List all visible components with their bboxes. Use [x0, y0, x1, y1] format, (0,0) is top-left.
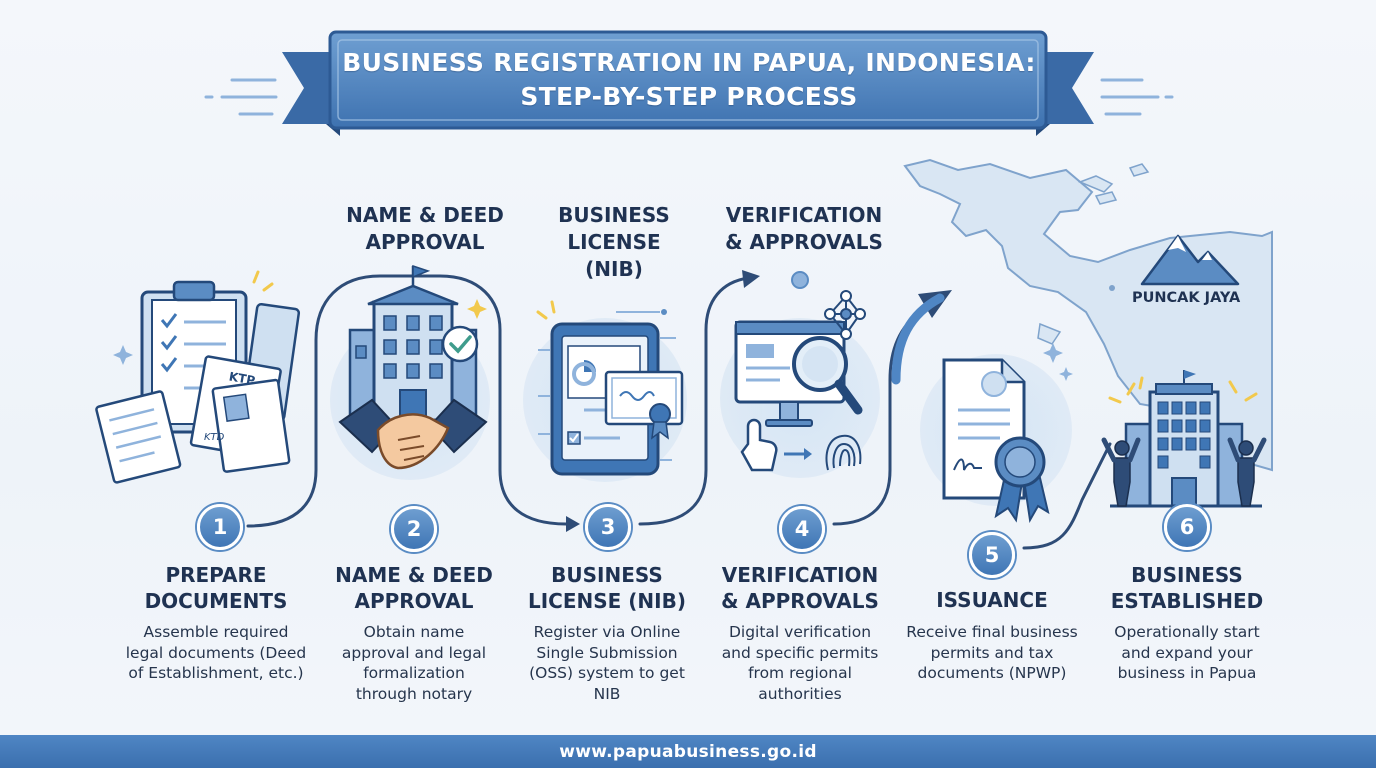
top-title-line: APPROVAL: [365, 230, 485, 254]
desc-line: of Establishment, etc.): [128, 664, 304, 682]
step-title-4: VERIFICATION & APPROVALS: [700, 562, 900, 614]
title-banner: [282, 30, 1094, 136]
step-title-line: & APPROVALS: [721, 589, 879, 613]
certificate-icon: [942, 343, 1073, 523]
step-title-line: PREPARE: [165, 563, 267, 587]
step-title-2: NAME & DEED APPROVAL: [314, 562, 514, 614]
step-title-5: ISSUANCE: [892, 587, 1092, 613]
desc-line: authorities: [758, 684, 842, 703]
desc-line: and expand your: [1121, 643, 1253, 662]
step-number-6: 6: [1164, 504, 1210, 550]
desc-line: formalization: [363, 664, 465, 682]
desc-line: Receive final business: [906, 623, 1078, 641]
desc-line: permits and tax: [930, 643, 1054, 662]
step-number-3: 3: [585, 504, 631, 550]
map-label-puncak-jaya: PUNCAK JAYA: [1132, 290, 1241, 306]
desc-line: Operationally start: [1114, 623, 1260, 641]
desc-line: NIB: [593, 684, 621, 703]
top-title-line: NAME & DEED: [346, 203, 504, 227]
step-title-line: BUSINESS: [1131, 563, 1243, 587]
step-title-line: VERIFICATION: [721, 563, 879, 587]
step-title-line: DOCUMENTS: [144, 589, 288, 613]
desc-line: Obtain name: [363, 623, 465, 641]
step-number-2: 2: [391, 506, 437, 552]
top-title-business-license: BUSINESS LICENSE (NIB): [514, 202, 714, 283]
banner-decoration-left: [204, 78, 278, 116]
desc-line: through notary: [355, 684, 473, 703]
ktp-label: KTP: [228, 369, 257, 387]
step-title-line: LICENSE (NIB): [528, 589, 686, 613]
step-desc-2: Obtain name approval and legal formaliza…: [319, 622, 509, 704]
step-desc-3: Register via Online Single Submission (O…: [512, 622, 702, 704]
desc-line: (OSS) system to get: [529, 664, 685, 682]
top-title-line: VERIFICATION: [725, 203, 883, 227]
top-title-verification: VERIFICATION & APPROVALS: [704, 202, 904, 256]
step-desc-1: Assemble required legal documents (Deed …: [121, 622, 311, 684]
footer-url-link[interactable]: www.papuabusiness.go.id: [559, 741, 817, 762]
top-title-name-deed: NAME & DEED APPROVAL: [325, 202, 525, 256]
desc-line: Digital verification: [728, 623, 872, 641]
building-handshake-icon: [338, 264, 488, 470]
ktd-label: KTD: [204, 432, 225, 443]
desc-line: and specific permits: [721, 643, 879, 662]
mountain-icon: [1140, 234, 1240, 286]
step-title-6: BUSINESS ESTABLISHED: [1087, 562, 1287, 614]
desc-line: Single Submission: [536, 643, 678, 662]
step-title-line: NAME & DEED: [335, 563, 493, 587]
desc-line: from regional: [748, 664, 852, 682]
step-number-4: 4: [779, 506, 825, 552]
desc-line: Register via Online: [533, 623, 681, 641]
title-line-2: STEP-BY-STEP PROCESS: [520, 82, 858, 111]
desc-line: documents (NPWP): [917, 664, 1067, 682]
step-title-line: APPROVAL: [354, 589, 474, 613]
big-arrow-shaft: [891, 293, 945, 385]
established-business-icon: [1101, 370, 1267, 508]
step-number-5: 5: [969, 532, 1015, 578]
top-title-line: LICENSE: [567, 230, 661, 254]
step-title-3: BUSINESS LICENSE (NIB): [507, 562, 707, 614]
step-title-line: ESTABLISHED: [1110, 589, 1264, 613]
verification-icon: [734, 271, 866, 472]
step-title-line: BUSINESS: [551, 563, 663, 587]
tablet-license-icon: [536, 300, 684, 476]
desc-line: legal documents (Deed: [125, 643, 307, 662]
top-title-line: (NIB): [585, 257, 643, 281]
title-line-1: BUSINESS REGISTRATION IN PAPUA, INDONESI…: [342, 48, 1036, 77]
step-number-1: 1: [197, 504, 243, 550]
step-desc-4: Digital verification and specific permit…: [705, 622, 895, 704]
desc-line: Assemble required: [143, 623, 289, 641]
desc-line: approval and legal: [341, 643, 487, 662]
top-title-line: BUSINESS: [558, 203, 670, 227]
top-title-line: & APPROVALS: [725, 230, 883, 254]
desc-line: business in Papua: [1117, 664, 1257, 682]
step-title-1: PREPARE DOCUMENTS: [116, 562, 316, 614]
step-title-line: ISSUANCE: [936, 588, 1048, 612]
banner-decoration-right: [1100, 78, 1174, 116]
step-desc-6: Operationally start and expand your busi…: [1092, 622, 1282, 684]
page-title: BUSINESS REGISTRATION IN PAPUA, INDONESI…: [336, 36, 1042, 124]
footer-bar: www.papuabusiness.go.id: [0, 735, 1376, 768]
clipboard-documents-icon: KTP KTD: [95, 270, 301, 484]
step-desc-5: Receive final business permits and tax d…: [897, 622, 1087, 684]
